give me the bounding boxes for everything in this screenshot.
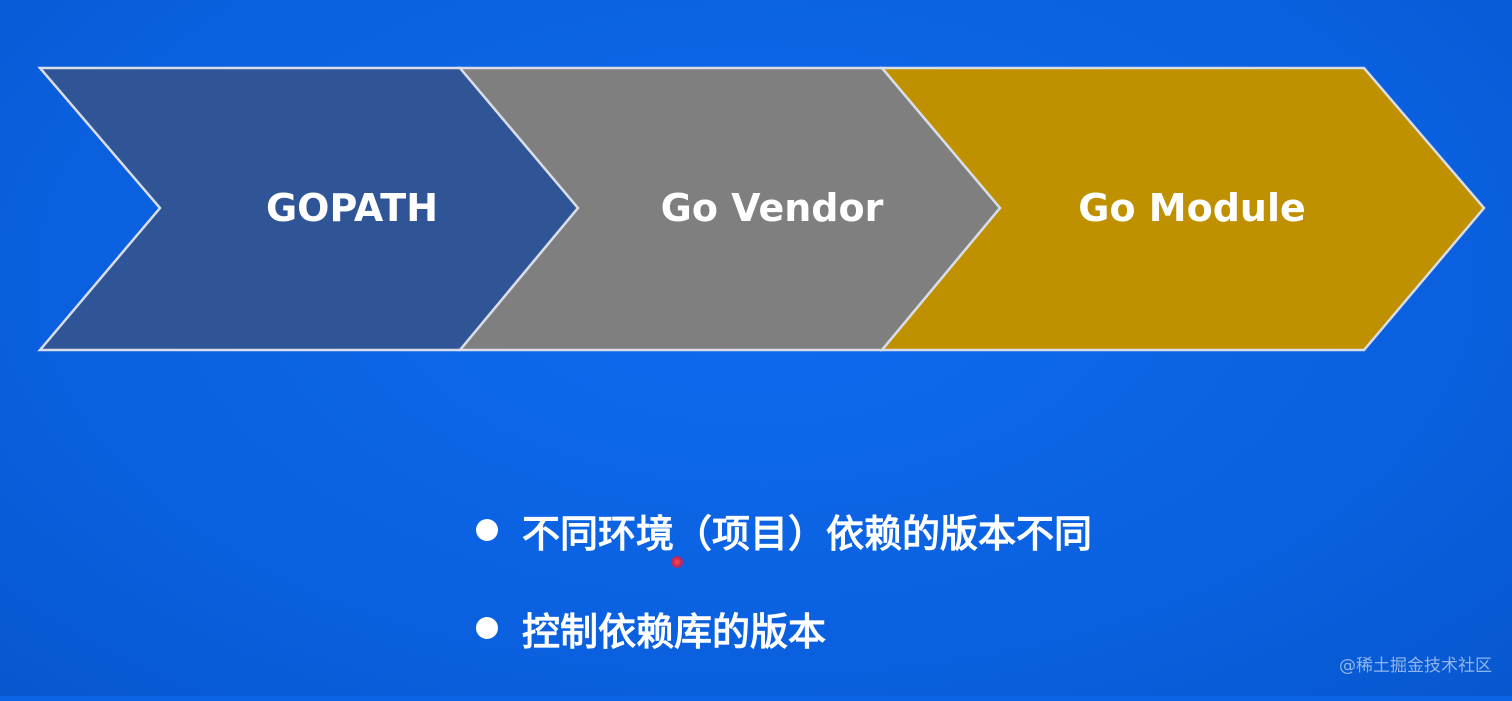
pointer-cursor-icon xyxy=(671,556,683,568)
bullet-dot-icon xyxy=(476,519,498,541)
watermark: @稀土掘金技术社区 xyxy=(1339,656,1492,676)
stage-go-module-label: Go Module xyxy=(1078,186,1306,230)
bullet-text: 不同环境（项目）依赖的版本不同 xyxy=(522,511,1093,556)
stage-go-vendor-label: Go Vendor xyxy=(661,186,884,230)
bullet-list: 不同环境（项目）依赖的版本不同 控制依赖库的版本 xyxy=(476,505,1092,701)
bullet-text: 控制依赖库的版本 xyxy=(522,609,827,654)
bullet-dot-icon xyxy=(476,617,498,639)
stage-gopath-label: GOPATH xyxy=(266,186,438,230)
bullet-item: 不同环境（项目）依赖的版本不同 xyxy=(476,505,1093,556)
stage-go-module: Go Module xyxy=(879,66,1486,352)
stage-go-module-chevron xyxy=(879,66,1486,352)
bullet-item: 控制依赖库的版本 xyxy=(476,603,1092,654)
process-chevron-diagram: GOPATH Go Vendor Go Module xyxy=(37,66,1486,352)
stage-go-vendor: Go Vendor xyxy=(457,66,1002,352)
